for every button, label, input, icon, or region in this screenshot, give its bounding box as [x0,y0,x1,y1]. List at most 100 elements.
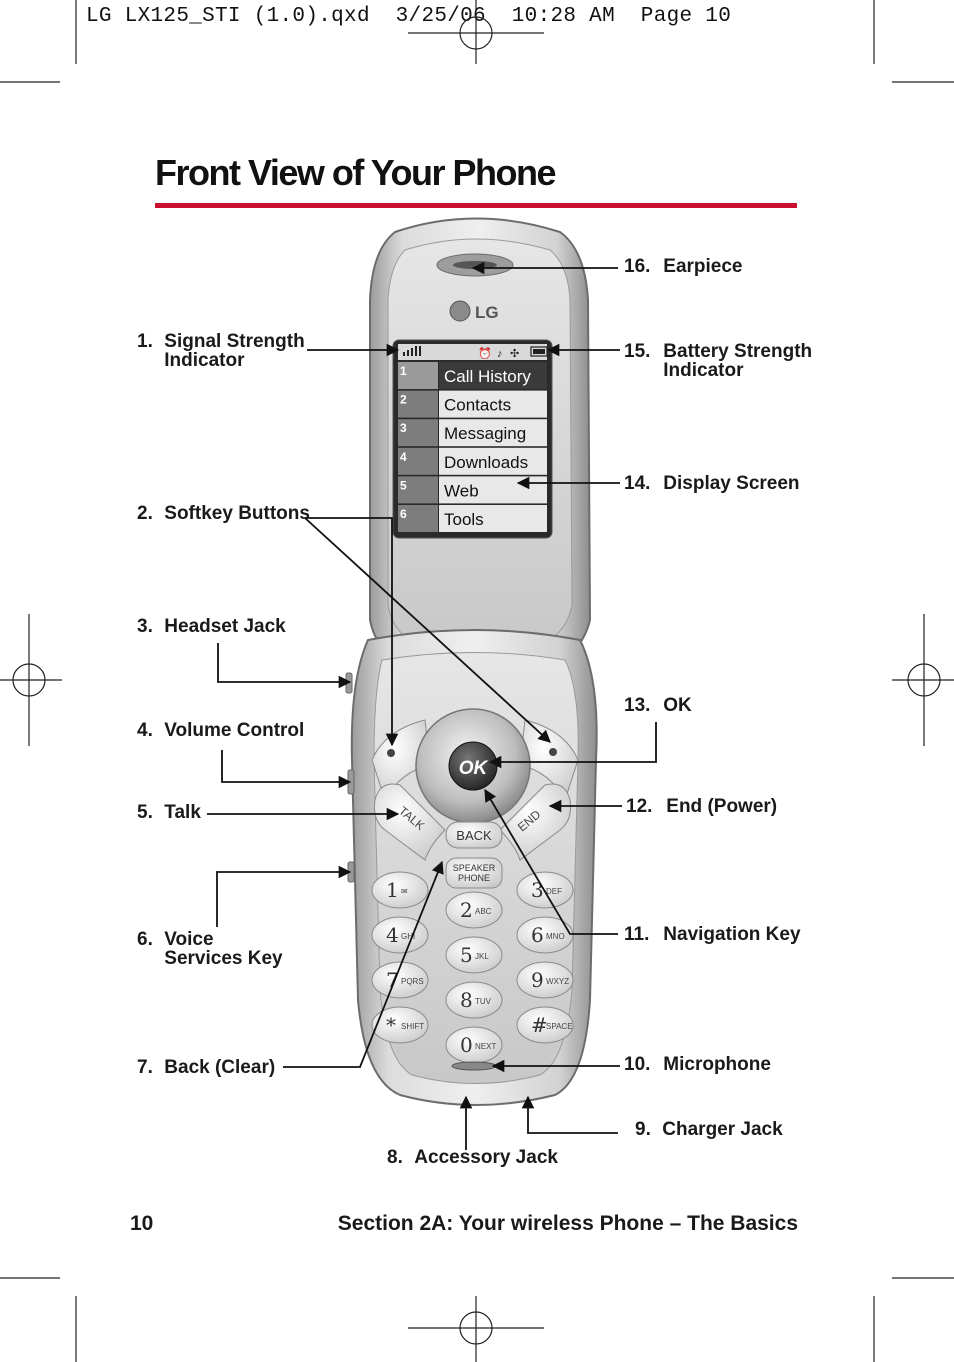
callout-number: 6. [137,930,159,949]
callout-battery-strength: 15. Battery Strength Indicator [624,342,823,380]
key-digit: 6 [531,923,544,947]
keypad-key[interactable]: * SHIFT [372,1007,428,1043]
brand-logo: LG [475,303,499,322]
menu-item-label: Call History [444,367,531,386]
key-digit: 9 [531,968,544,992]
callout-number: 14. [624,474,658,493]
key-digit: * [386,1013,396,1037]
keypad: 1✉2ABC3DEF4GHI5JKL6MNO7PQRS8TUV9WXYZ*SHI… [372,872,573,1063]
callout-number: 12. [626,797,661,816]
location-icon: ✣ [510,348,519,360]
key-letters: JKL [475,952,489,961]
callout-earpiece: 16. Earpiece [624,257,743,276]
callout-accessory-jack: 8. Accessory Jack [387,1148,558,1167]
key-letters: ✉ [401,887,408,896]
key-cap [446,937,502,973]
menu-item-number: 4 [400,450,407,464]
key-digit: 8 [460,988,473,1012]
headset-jack [346,673,352,693]
menu-item-label: Web [444,481,479,500]
music-icon: ♪ [497,348,503,360]
callout-number: 15. [624,342,658,361]
callout-volume-control: 4. Volume Control [137,721,304,740]
callout-number: 4. [137,721,159,740]
menu-item-label: Downloads [444,453,528,472]
callout-number: 13. [624,696,658,715]
callout-label: Headset Jack [164,617,285,636]
menu-item[interactable]: 4 Downloads [398,448,547,475]
page-number: 10 [130,1212,153,1236]
callout-label: Talk [164,803,201,822]
key-cap [372,917,428,953]
key-letters: TUV [475,997,492,1006]
keypad-key[interactable]: #SPACE [517,1007,573,1043]
key-digit: 4 [386,923,399,947]
menu-item-number: 1 [400,364,407,378]
leader-4 [222,750,350,782]
callout-label: Voice Services Key [164,930,294,968]
callout-label: OK [663,696,692,715]
menu-item-label: Tools [444,510,484,529]
ok-label: OK [459,758,489,779]
leader-3 [218,643,350,682]
menu-item-label: Contacts [444,396,511,415]
callout-number: 8. [387,1148,409,1167]
leader-9 [528,1097,618,1133]
callout-display-screen: 14. Display Screen [624,474,800,493]
menu-item[interactable]: 3 Messaging [398,419,547,446]
key-digit: 2 [460,898,473,922]
callout-number: 10. [624,1055,658,1074]
callout-number: 7. [137,1058,159,1077]
key-cap [446,982,502,1018]
callout-end-power: 12. End (Power) [626,797,777,816]
callout-label: Display Screen [663,474,799,493]
menu-item[interactable]: 1 Call History [398,362,547,389]
menu-item-label: Messaging [444,424,526,443]
speakerphone-label-2: PHONE [458,873,490,883]
callout-label: Navigation Key [663,925,800,944]
key-letters: PQRS [401,977,424,986]
callout-signal-strength: 1. Signal Strength Indicator [137,332,314,370]
callout-number: 2. [137,504,159,523]
callout-number: 3. [137,617,159,636]
callout-label: End (Power) [666,797,777,816]
callout-label: Back (Clear) [164,1058,275,1077]
speakerphone-label-1: SPEAKER [453,863,496,873]
callout-number: 9. [635,1120,657,1139]
key-letters: SHIFT [401,1022,424,1031]
callout-charger-jack: 9. Charger Jack [635,1120,783,1139]
callout-label: Microphone [663,1055,771,1074]
callout-back-clear: 7. Back (Clear) [137,1058,275,1077]
key-letters: WXYZ [546,977,569,986]
keypad-key[interactable]: 1✉ [372,872,428,908]
menu-item-number: 3 [400,421,407,435]
key-letters: NEXT [475,1042,496,1051]
callout-ok: 13. OK [624,696,692,715]
callout-headset-jack: 3. Headset Jack [137,617,286,636]
key-letters: MNO [546,932,565,941]
menu-item-number: 2 [400,393,407,407]
key-digit: 1 [386,878,399,902]
key-letters: DEF [546,887,562,896]
key-digit: 0 [460,1033,473,1057]
callout-softkey-buttons: 2. Softkey Buttons [137,504,310,523]
callout-number: 1. [137,332,159,351]
key-digit: 3 [531,878,544,902]
callout-number: 16. [624,257,658,276]
menu-item[interactable]: 2 Contacts [398,391,547,418]
key-letters: SPACE [546,1022,573,1031]
phone-flip: LG ⏰ ♪ ✣ 1Call History2Contacts3Messagin… [370,219,590,669]
back-label: BACK [456,828,492,843]
section-footer: Section 2A: Your wireless Phone – The Ba… [338,1212,798,1236]
key-digit: 5 [460,943,473,967]
